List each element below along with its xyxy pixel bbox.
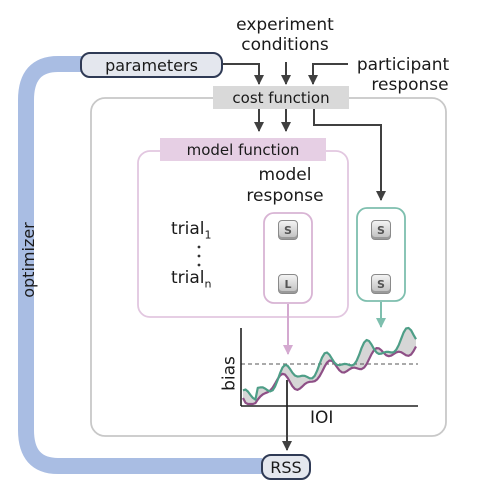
participant-response-key-1: S bbox=[371, 220, 391, 240]
cost-function-node: cost function bbox=[213, 86, 349, 109]
trial-first-text: trial bbox=[171, 219, 205, 239]
arrow-cost-to-participant-pill bbox=[313, 109, 386, 201]
model-response-line1: model bbox=[258, 165, 312, 185]
arrow-participant-to-cost bbox=[308, 63, 348, 85]
experiment-conditions-line2: conditions bbox=[241, 35, 329, 55]
plot-participant-line bbox=[242, 326, 417, 401]
participant-response-label: participant response bbox=[343, 55, 463, 95]
rss-label: RSS bbox=[270, 457, 302, 477]
optimizer-label: optimizer bbox=[19, 210, 38, 310]
model-response-line2: response bbox=[246, 186, 324, 206]
optimizer-loop bbox=[18, 56, 262, 474]
plot-xlabel-text: IOI bbox=[310, 408, 334, 428]
participant-response-key-n: S bbox=[371, 274, 391, 294]
model-response-key-n: L bbox=[278, 274, 298, 294]
plot-ylabel-text: bias bbox=[219, 356, 240, 391]
trial-first-subscript: 1 bbox=[204, 228, 212, 242]
trial-last-subscript: n bbox=[204, 277, 212, 291]
cost-function-label: cost function bbox=[232, 88, 330, 107]
experiment-conditions-line1: experiment bbox=[236, 15, 334, 35]
model-response-key-1: S bbox=[278, 220, 298, 240]
trial-ellipsis-dot bbox=[197, 245, 201, 249]
trial-last-label: trialn bbox=[171, 268, 212, 291]
experiment-conditions-label: experiment conditions bbox=[215, 15, 355, 55]
parameters-node: parameters bbox=[80, 52, 223, 78]
participant-response-line1: participant bbox=[356, 55, 450, 75]
participant-response-pill bbox=[356, 207, 406, 302]
model-response-pill bbox=[263, 212, 313, 304]
parameters-label: parameters bbox=[105, 55, 198, 75]
model-function-node: model function bbox=[160, 138, 326, 161]
arrow-parameters-to-cost bbox=[222, 63, 264, 85]
plot-ylabel: bias bbox=[219, 354, 240, 394]
bias-plot bbox=[240, 326, 418, 407]
model-function-label: model function bbox=[186, 140, 300, 159]
plot-model-line bbox=[242, 345, 417, 406]
participant-response-line2: response bbox=[371, 75, 449, 95]
trial-first-label: trial1 bbox=[171, 219, 212, 242]
optimizer-text: optimizer bbox=[19, 222, 38, 298]
model-response-label: model response bbox=[230, 165, 340, 207]
plot-xlabel: IOI bbox=[310, 410, 333, 427]
rss-node: RSS bbox=[261, 454, 311, 480]
trial-last-text: trial bbox=[171, 268, 205, 288]
trial-ellipsis-dot bbox=[197, 254, 201, 258]
trial-ellipsis-dot bbox=[197, 263, 201, 267]
